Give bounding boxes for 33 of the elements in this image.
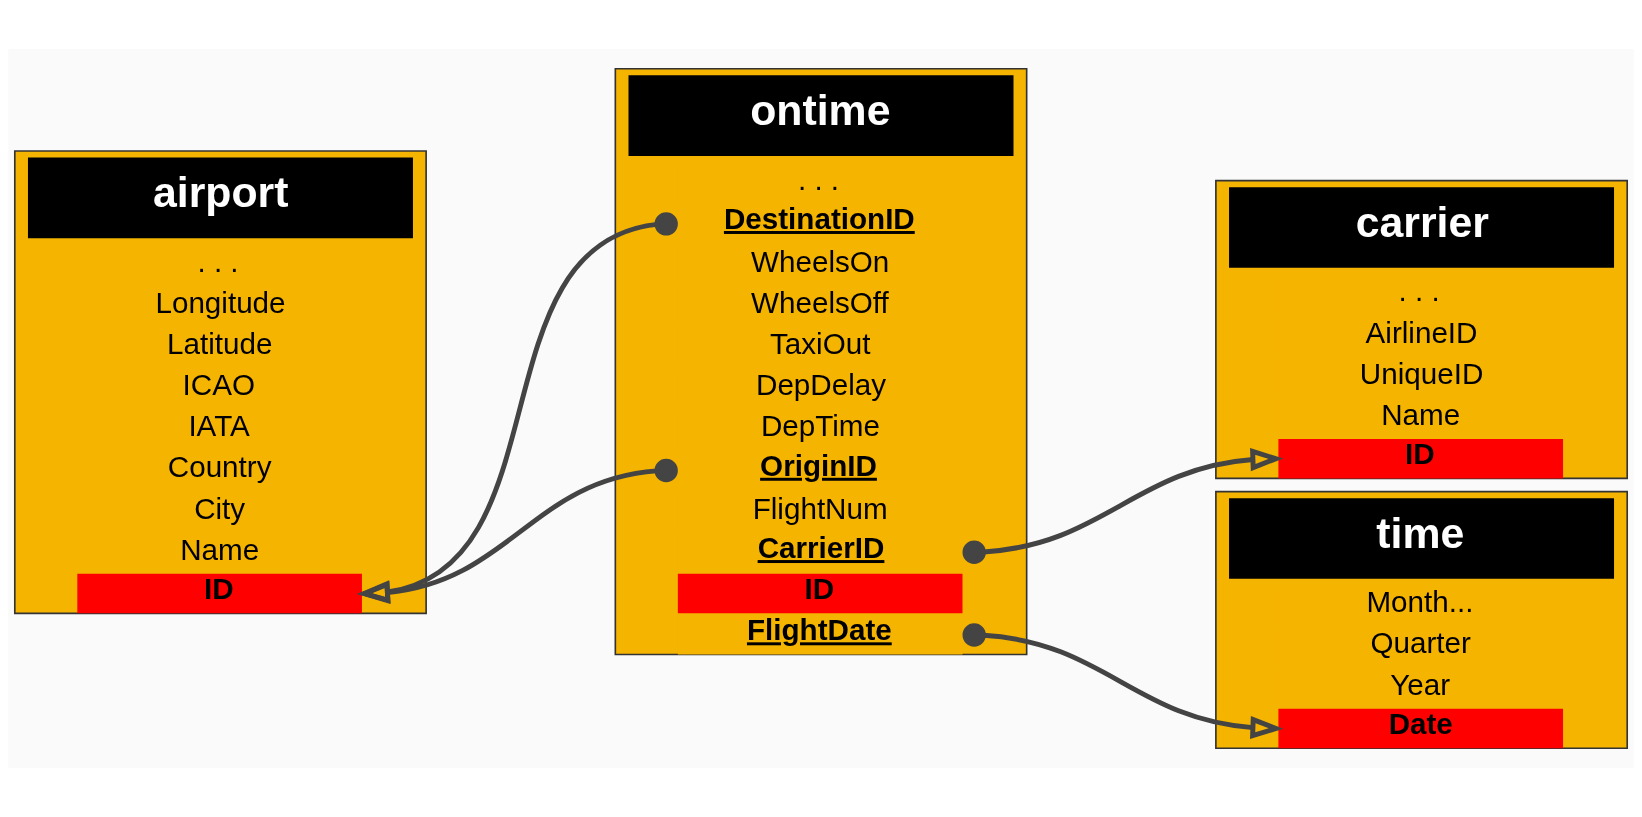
- node-text: . . .: [797, 162, 840, 196]
- node-text: CarrierID: [757, 531, 885, 565]
- node-box: ID: [1278, 438, 1564, 479]
- node-text: . . .: [197, 244, 239, 278]
- node-text: Quarter: [1370, 626, 1471, 660]
- node-box: ID: [77, 573, 362, 614]
- node-text: UniqueID: [1359, 356, 1484, 390]
- node-text: Name: [180, 532, 260, 566]
- node-text: ICAO: [182, 368, 256, 402]
- arrow: [962, 448, 1284, 564]
- arrow: [962, 623, 1284, 740]
- node-text: . . .: [1398, 274, 1440, 308]
- node-text: FlightNum: [752, 491, 888, 525]
- node-text: Month...: [1366, 585, 1474, 619]
- node-text: WheelsOn: [751, 244, 890, 278]
- node-box: Date: [1278, 708, 1564, 749]
- arrow: [356, 458, 678, 604]
- node-text: Latitude: [166, 327, 273, 361]
- node-text: Name: [1381, 397, 1461, 431]
- node-text: TaxiOut: [770, 327, 871, 361]
- node-text: DepDelay: [756, 368, 887, 402]
- node-text: WheelsOff: [751, 285, 889, 319]
- node-text: Country: [167, 450, 272, 484]
- node-text: DestinationID: [723, 202, 915, 235]
- node-text: IATA: [188, 409, 250, 443]
- node-text: Longitude: [155, 285, 286, 319]
- node-text: Year: [1390, 667, 1451, 701]
- node-box: ID: [677, 573, 963, 614]
- node-text: AirlineID: [1365, 315, 1478, 349]
- node-text: OriginID: [760, 448, 877, 482]
- arrow: [356, 212, 678, 604]
- node-text: City: [194, 491, 246, 525]
- node-text: DepTime: [760, 409, 880, 443]
